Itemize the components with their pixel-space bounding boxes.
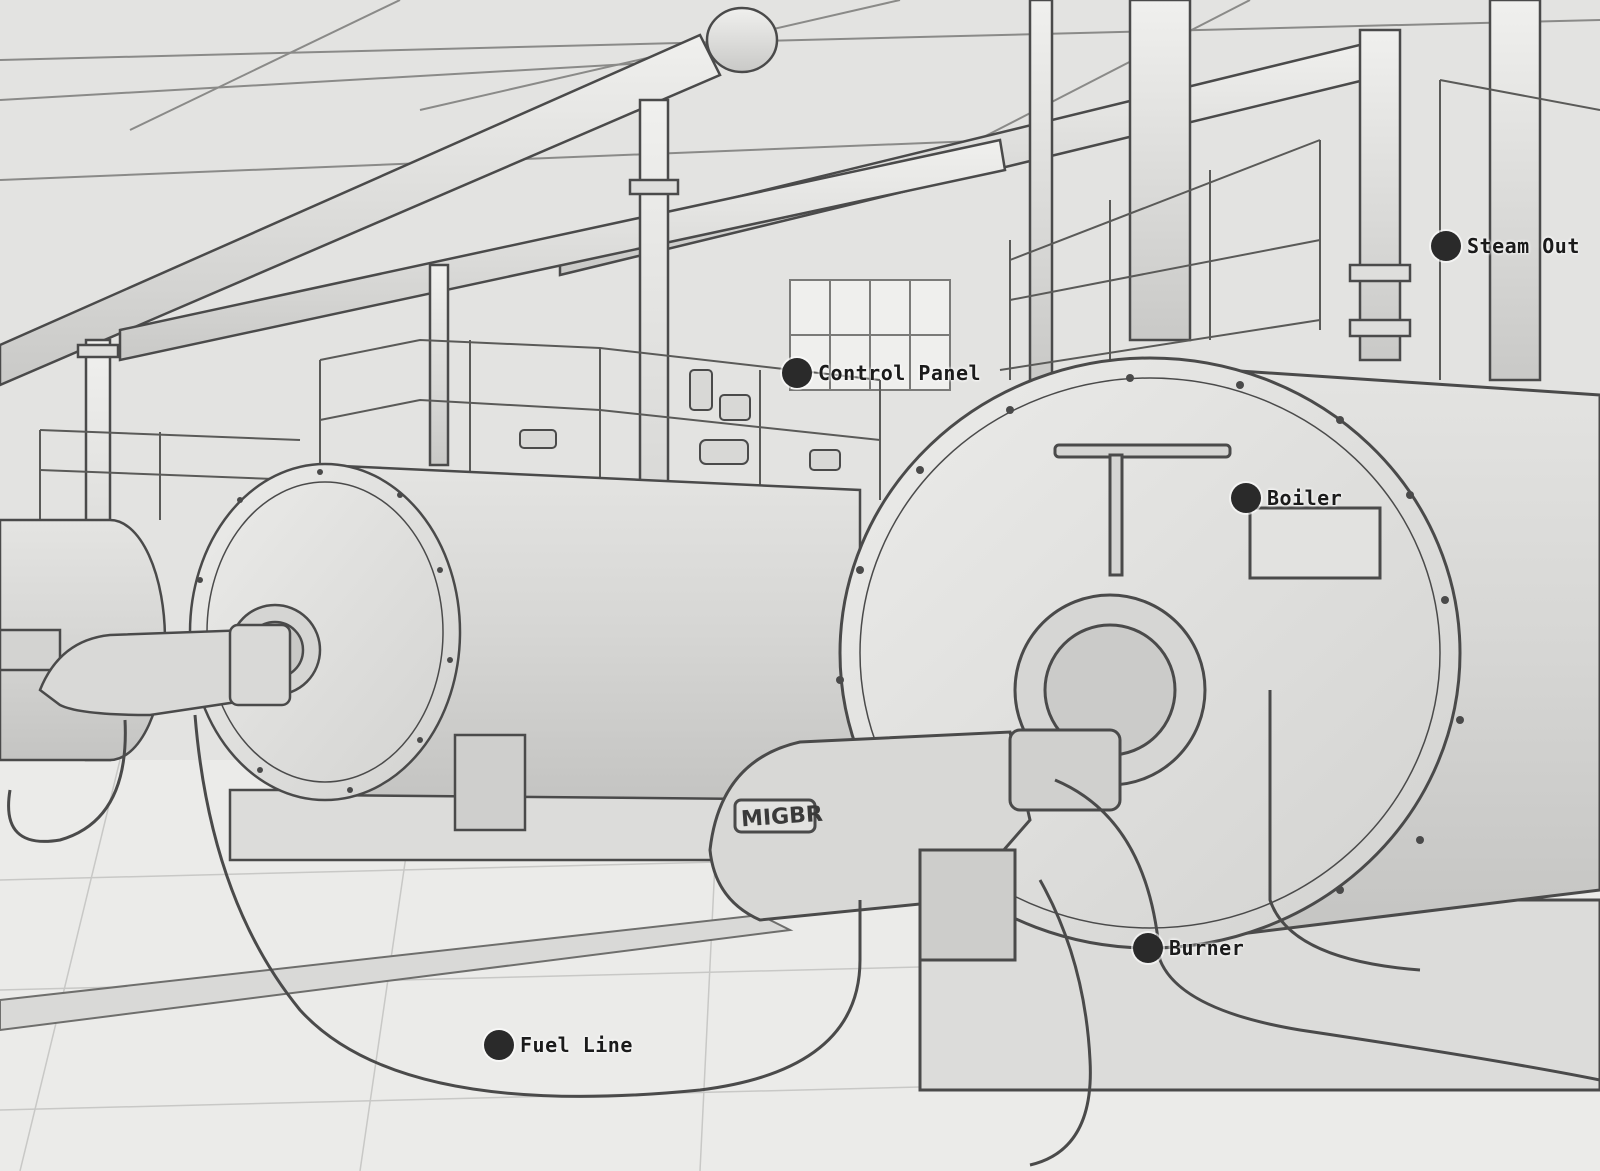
front-right-boiler	[838, 356, 1600, 1092]
fuel-hoses	[7, 690, 1600, 1167]
callout-label-fuel-line: Fuel Line	[520, 1033, 633, 1057]
marker-dot	[1231, 483, 1261, 513]
front-right-boiler-bolts	[836, 374, 1464, 894]
marker-dot	[484, 1030, 514, 1060]
callout-label-boiler: Boiler	[1267, 486, 1343, 510]
railings	[39, 79, 1600, 540]
callout-steam-outlet: Steam Out	[1431, 231, 1580, 261]
control-equipment	[519, 369, 841, 471]
callout-label-burner: Burner	[1169, 936, 1245, 960]
callout-label-steam-outlet: Steam Out	[1467, 234, 1580, 258]
marker-dot	[1431, 231, 1461, 261]
callout-control-panel: Control Panel	[782, 358, 981, 388]
callout-burner: Burner	[1133, 933, 1244, 963]
callout-fuel-line: Fuel Line	[484, 1030, 633, 1060]
callout-label-control-panel: Control Panel	[818, 361, 982, 385]
burner-badge-text: MIGBR	[740, 802, 823, 833]
floor-drain	[0, 913, 794, 1032]
callout-boiler: Boiler	[1231, 483, 1342, 513]
middle-burner	[38, 623, 292, 717]
front-burner	[708, 728, 1122, 962]
marker-dot	[1133, 933, 1163, 963]
window	[789, 279, 951, 391]
marker-dot	[782, 358, 812, 388]
